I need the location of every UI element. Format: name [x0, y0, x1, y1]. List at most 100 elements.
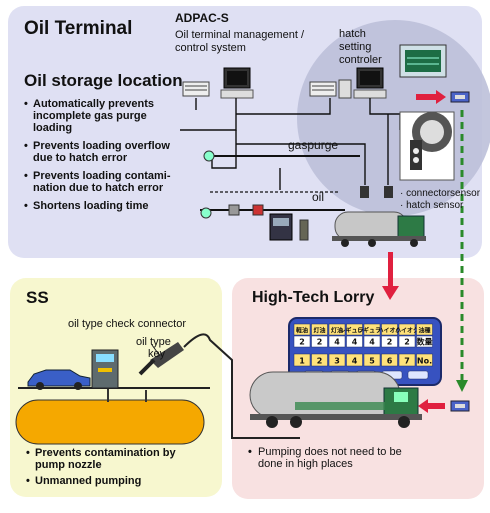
panel-cell-text: 2 [387, 338, 393, 347]
panel-cell-text: レギュラー [357, 327, 387, 335]
panel-cell-text: No. [417, 357, 432, 366]
ss-bullet-2-line1: Unmanned pumping [35, 475, 142, 487]
lorry-bullet-1-line1: Pumping does not need to be [258, 446, 402, 458]
wireless-link-arrowhead [456, 380, 468, 392]
panel-cell-text: 3 [334, 357, 340, 366]
hatch-controller-computer-icon [353, 67, 387, 99]
hatch-display-icon [399, 44, 447, 78]
key-leader-line [151, 344, 161, 357]
terminal-bullet-1-line2: incomplete gas purge [33, 110, 147, 122]
printer-left-icon [182, 81, 210, 97]
printer-right-icon [309, 79, 352, 99]
connector-check-label: oil type check connector [68, 318, 187, 330]
panel-cell [416, 323, 433, 336]
gaspurge-label: gaspurge [288, 138, 339, 152]
terminal-bullet-2-line1: Prevents loading overflow [33, 140, 170, 152]
panel-cell [381, 353, 398, 367]
terminal-bullet-2-line2: due to hatch error [33, 152, 128, 164]
panel-cell [363, 323, 381, 336]
panel-cell [346, 323, 363, 336]
panel-cell [398, 335, 416, 348]
hatch-controller-label-2: setting [339, 41, 372, 53]
bullet-dot: • [24, 98, 28, 110]
panel-cell-text: 軽油 [296, 327, 308, 335]
panel-cell [363, 335, 381, 348]
card-reader-bottom-icon [450, 400, 470, 412]
bullet-dot: • [26, 475, 30, 487]
panel-cell [381, 335, 398, 348]
connector-cable [183, 333, 300, 439]
panel-cell-text: 灯油 [331, 327, 343, 335]
adpac-computer-icon [220, 67, 254, 99]
lorry-truck-icon [249, 371, 422, 428]
panel-cell [328, 335, 346, 348]
lorry-title: High-Tech Lorry [252, 289, 375, 306]
bullet-dot: • [24, 170, 28, 182]
hatch-controller-label-1: hatch [339, 28, 366, 40]
transfer-arrow-shaft [388, 252, 393, 288]
terminal-title: Oil Terminal [24, 18, 133, 39]
terminal-bullet-1-line1: Automatically prevents [33, 98, 155, 110]
adpac-name: ADPAC-S [175, 11, 229, 25]
panel-cell-text: レギュラー [339, 327, 369, 335]
ss-underground-tank [15, 388, 205, 445]
oil-valve-icon [228, 204, 264, 216]
panel-control-button [407, 370, 429, 380]
panel-cell [328, 353, 346, 367]
panel-cell-text: 2 [317, 338, 323, 347]
panel-cell [311, 353, 328, 367]
ss-bullet-1-line2: pump nozzle [35, 459, 102, 471]
oil-type-key-label-2: key [148, 348, 166, 360]
oil-label: oil [312, 190, 325, 204]
panel-cell-text: 2 [404, 338, 410, 347]
panel-cell [293, 323, 311, 336]
panel-cell-text: ハイオク [395, 327, 419, 335]
terminal-bullet-3-line1: Prevents loading contami- [33, 170, 171, 182]
panel-cell [416, 353, 433, 367]
adpac-desc-line2: control system [175, 42, 246, 54]
panel-cell [311, 335, 328, 348]
hatch-sensor-label: · hatch sensor [400, 200, 464, 211]
bullet-dot: • [24, 200, 28, 212]
panel-cell-text: 7 [404, 357, 410, 366]
fuel-pump-icon [91, 349, 119, 389]
gaspurge-pump-icon [203, 150, 215, 162]
terminal-bullet-4-line1: Shortens loading time [33, 200, 149, 212]
ss-title: SS [26, 288, 49, 307]
panel-cell [346, 353, 363, 367]
panel-cell-text: 1 [299, 357, 305, 366]
panel-cell-text: 2 [317, 357, 323, 366]
oil-pump-icon [200, 207, 212, 219]
terminal-tanker-icon [332, 186, 426, 247]
bullet-dot: • [24, 140, 28, 152]
bullet-dot: • [26, 447, 30, 459]
transfer-arrow-head [382, 286, 399, 300]
red-arrow-top [416, 90, 446, 104]
bullet-dot: • [248, 446, 252, 458]
panel-cell-text: ハイオク [378, 327, 402, 335]
panel-cell [346, 335, 363, 348]
panel-cell [293, 353, 311, 367]
panel-cell [381, 323, 398, 336]
panel-cell-text: 4 [334, 338, 340, 347]
panel-cell-text: 5 [369, 357, 375, 366]
panel-cell [398, 323, 416, 336]
adpac-desc-line1: Oil terminal management / [175, 29, 304, 41]
panel-cell-text: 6 [387, 357, 393, 366]
lorry-bullet-1-line2: done in high places [258, 458, 353, 470]
hatch-controller-label-3: controler [339, 54, 382, 66]
connector-sensor-label: · connectorsensor [400, 188, 481, 199]
terminal-bullet-3-line2: nation due to hatch error [33, 182, 164, 194]
panel-cell-text: 4 [352, 357, 358, 366]
terminal-wiring [180, 98, 401, 190]
panel-cell-text: 4 [352, 338, 358, 347]
oil-type-key-label-1: oil type [136, 336, 171, 348]
pump-nozzle-icon [138, 342, 184, 376]
loading-control-box-icon [269, 213, 309, 241]
storage-title: Oil storage location [24, 71, 183, 90]
hatch-sensor-photo [399, 111, 455, 181]
panel-cell [328, 323, 346, 336]
panel-cell [293, 335, 311, 348]
